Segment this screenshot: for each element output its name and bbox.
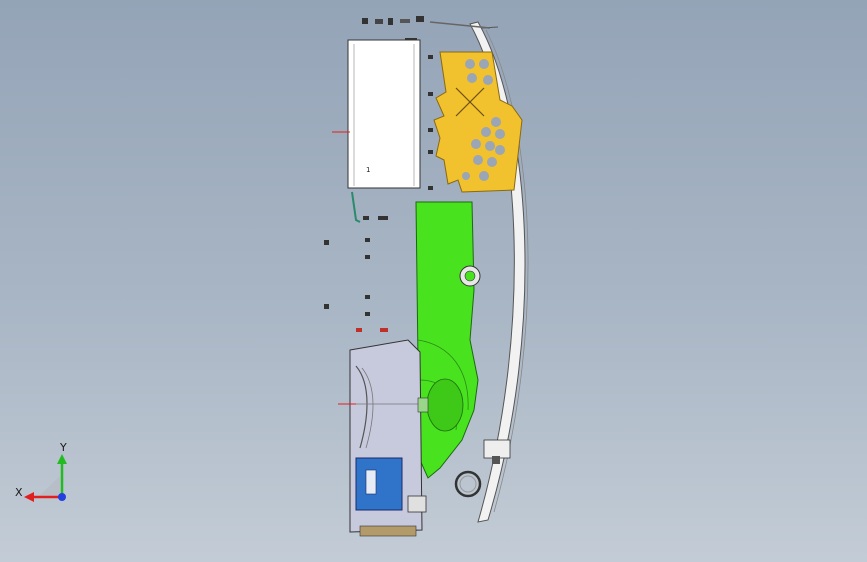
y-axis-label: Y	[60, 441, 67, 454]
axis-triad	[24, 454, 67, 502]
part-label: 1	[366, 166, 370, 174]
white-panel[interactable]: 1	[347, 39, 421, 189]
green-housing[interactable]	[415, 201, 481, 479]
side-fasteners	[324, 55, 433, 332]
loose-ring[interactable]	[454, 470, 482, 498]
x-axis-label: X	[15, 486, 23, 499]
arc-bracket[interactable]	[483, 439, 511, 464]
z-axis-dot	[58, 493, 66, 501]
yellow-perforated-plate[interactable]	[433, 51, 523, 193]
lower-main-body[interactable]	[349, 339, 429, 537]
